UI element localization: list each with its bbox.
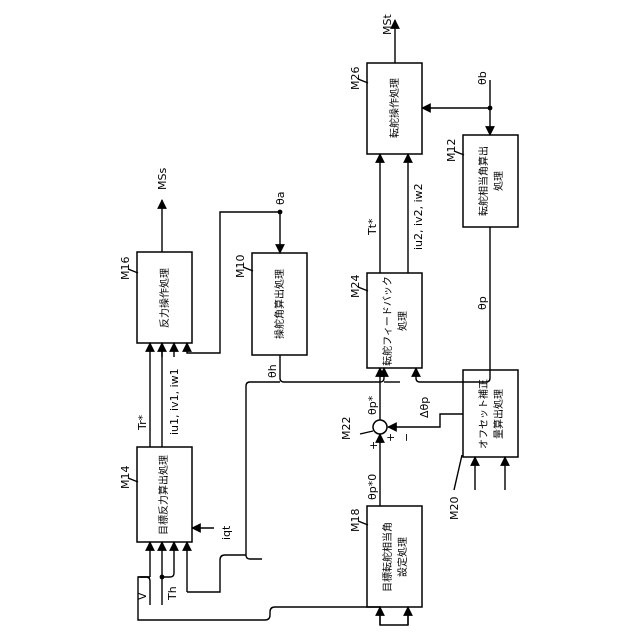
adder-plus-left: + bbox=[384, 433, 397, 442]
block-m24: 転舵フィードバック 処理 M24 bbox=[349, 273, 422, 368]
block-m16-ref: M16 bbox=[119, 257, 132, 281]
block-m18: 目標転舵相当角 設定処理 M18 bbox=[349, 506, 422, 607]
block-m10: 操舵角算出処理 M10 bbox=[234, 253, 307, 355]
signal-tr-star: Tr* bbox=[136, 414, 149, 431]
block-m20-ref: M20 bbox=[448, 497, 461, 521]
adder-plus-bottom: + bbox=[367, 441, 380, 450]
block-m14-label: 目標反力算出処理 bbox=[157, 455, 170, 535]
block-m20-label-line1: オフセット補正 bbox=[477, 379, 490, 449]
block-m20-label-line2: 量算出処理 bbox=[492, 389, 505, 439]
signal-theta-a: θa bbox=[274, 192, 287, 205]
block-m12-ref: M12 bbox=[445, 139, 458, 163]
adder-m22-leader bbox=[360, 431, 373, 434]
block-m10-label: 操舵角算出処理 bbox=[273, 269, 286, 339]
block-m12-label-line1: 転舵相当角算出 bbox=[477, 146, 490, 216]
block-m24-label-line2: 処理 bbox=[396, 311, 409, 331]
block-m18-label-line2: 設定処理 bbox=[396, 537, 409, 577]
adder-minus: − bbox=[400, 433, 413, 442]
block-m10-ref: M10 bbox=[234, 255, 247, 279]
signal-theta-b: θb bbox=[476, 71, 489, 85]
block-m12-label-line2: 処理 bbox=[492, 171, 505, 191]
block-m16: 反力操作処理 M16 bbox=[119, 252, 192, 343]
block-m26-label: 転舵操作処理 bbox=[388, 78, 401, 138]
signal-theta-p-star: θp* bbox=[366, 395, 379, 415]
block-m24-ref: M24 bbox=[349, 275, 362, 299]
wire-v-bus bbox=[138, 577, 270, 620]
adder-m22: M22 + + − bbox=[340, 417, 413, 451]
block-m14: 目標反力算出処理 M14 bbox=[119, 447, 192, 542]
signal-delta-theta-p: Δθp bbox=[418, 397, 431, 418]
signal-iu2: iu2, iv2, iw2 bbox=[412, 183, 425, 250]
signal-theta-p-star0: θp*0 bbox=[366, 474, 379, 500]
wire-theta-h-to-m24 bbox=[280, 368, 384, 382]
block-m16-label: 反力操作処理 bbox=[158, 268, 171, 328]
block-m26: 転舵操作処理 M26 bbox=[349, 63, 422, 154]
block-m18-label-line1: 目標転舵相当角 bbox=[381, 522, 394, 592]
signal-tt-star: Tt* bbox=[366, 218, 379, 236]
signal-mst: MSt bbox=[381, 14, 394, 35]
block-m20-leader bbox=[454, 455, 462, 490]
signal-th: Th bbox=[166, 586, 179, 601]
signal-iqt: iqt bbox=[220, 525, 233, 540]
block-m26-ref: M26 bbox=[349, 67, 362, 91]
wire-theta-h-to-m18 bbox=[246, 382, 280, 559]
adder-m22-ref: M22 bbox=[340, 417, 353, 441]
block-m20: オフセット補正 量算出処理 M20 bbox=[448, 370, 518, 520]
block-m18-ref: M18 bbox=[349, 509, 362, 533]
block-m14-ref: M14 bbox=[119, 466, 132, 490]
block-m24-label-line1: 転舵フィードバック bbox=[381, 276, 394, 366]
wire-th-branch-m14 bbox=[162, 542, 174, 577]
wire-theta-h-to-m14 bbox=[187, 555, 246, 592]
signal-mss: MSs bbox=[156, 168, 169, 190]
signal-theta-p: θp bbox=[476, 296, 489, 310]
wire-th-bus bbox=[270, 607, 408, 625]
signal-iu1: iu1, iv1, iw1 bbox=[168, 368, 181, 435]
signal-theta-h: θh bbox=[266, 364, 279, 378]
block-m12: 転舵相当角算出 処理 M12 bbox=[445, 135, 518, 227]
signal-v: V bbox=[136, 592, 149, 600]
